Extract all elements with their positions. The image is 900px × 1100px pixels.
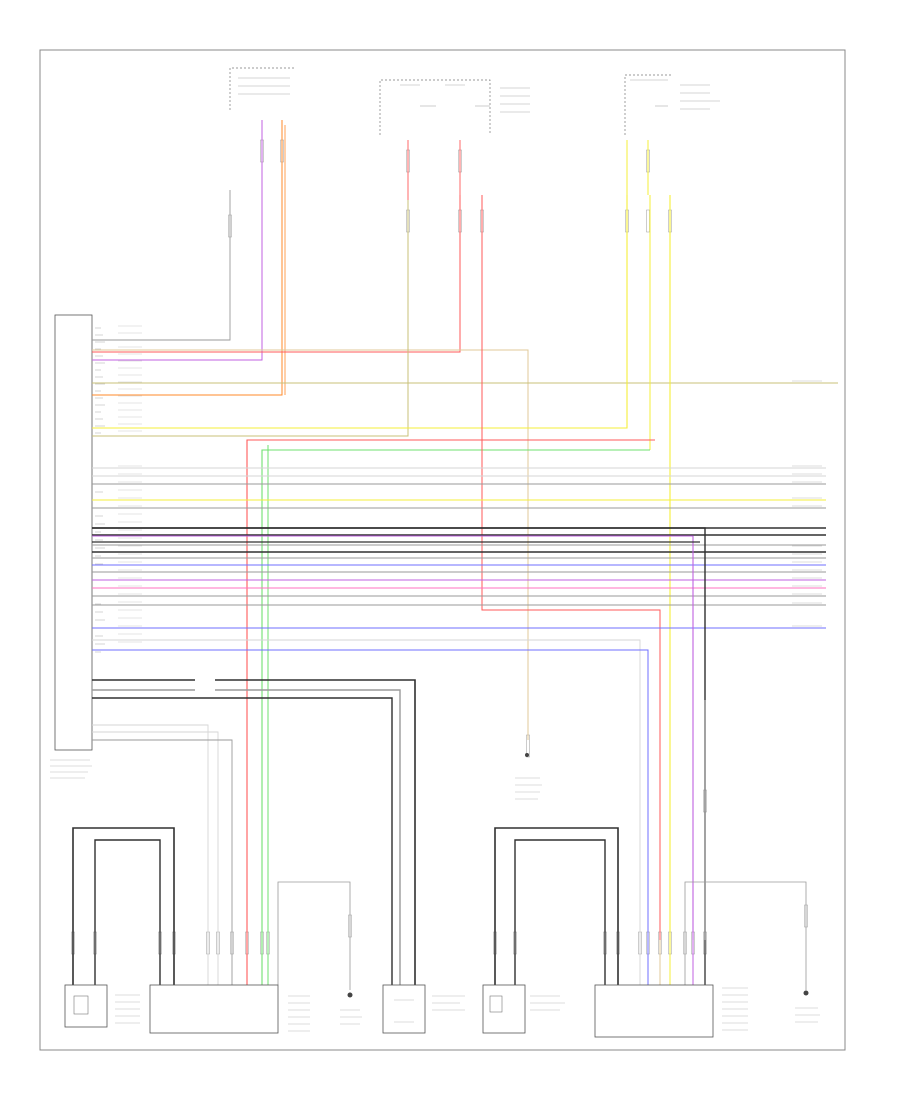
wire-red-fuse [92,195,461,353]
wire-bus-white-lower [92,639,641,940]
wire-low-black-3 [92,697,393,985]
component-bottom-4 [482,984,565,1034]
wire-low-gray-3 [92,739,233,985]
wire-loop-right-inner [514,839,606,985]
component-bottom-1 [64,984,140,1028]
top-fuse-box-right [624,74,720,135]
wire-low-white-1 [92,724,209,985]
ground-point-right [795,990,820,1023]
component-bottom-2 [149,984,310,1034]
diagram-frame [39,49,846,1051]
wire-low-white-2 [92,731,219,985]
wire-loop-left-inner [94,839,161,985]
main-control-module [50,314,93,779]
wire-top-orange [92,120,283,396]
wire-red-bottom [481,195,661,940]
wires [72,120,838,990]
component-bottom-3 [382,984,465,1034]
top-fuse-box-middle [379,79,530,135]
wire-comp-right-small [684,881,807,990]
wire-green-long [261,449,650,985]
component-bottom-5 [594,984,748,1038]
wire-top-white [92,190,231,341]
wire-olive-fuse [92,200,409,437]
pin-marks [71,139,822,955]
wire-comp-small [277,881,351,990]
wire-yellow-fuse [92,195,628,429]
wire-low-gray-2 [215,689,401,985]
wire-bus-black-drop [92,527,706,940]
wire-red-long [246,439,655,985]
wire-loop-right-outer [494,827,619,985]
top-connector-left [229,67,296,110]
wire-low-black-2 [215,679,416,985]
wire-top-violet [92,120,263,361]
ground-point-left [340,992,362,1025]
wire-bus-blue-down [92,649,649,940]
connector-pin [646,209,650,233]
wire-loop-left-outer [72,827,175,985]
wire-bus-violet-drop [92,535,694,940]
ground-point-middle [515,753,542,800]
